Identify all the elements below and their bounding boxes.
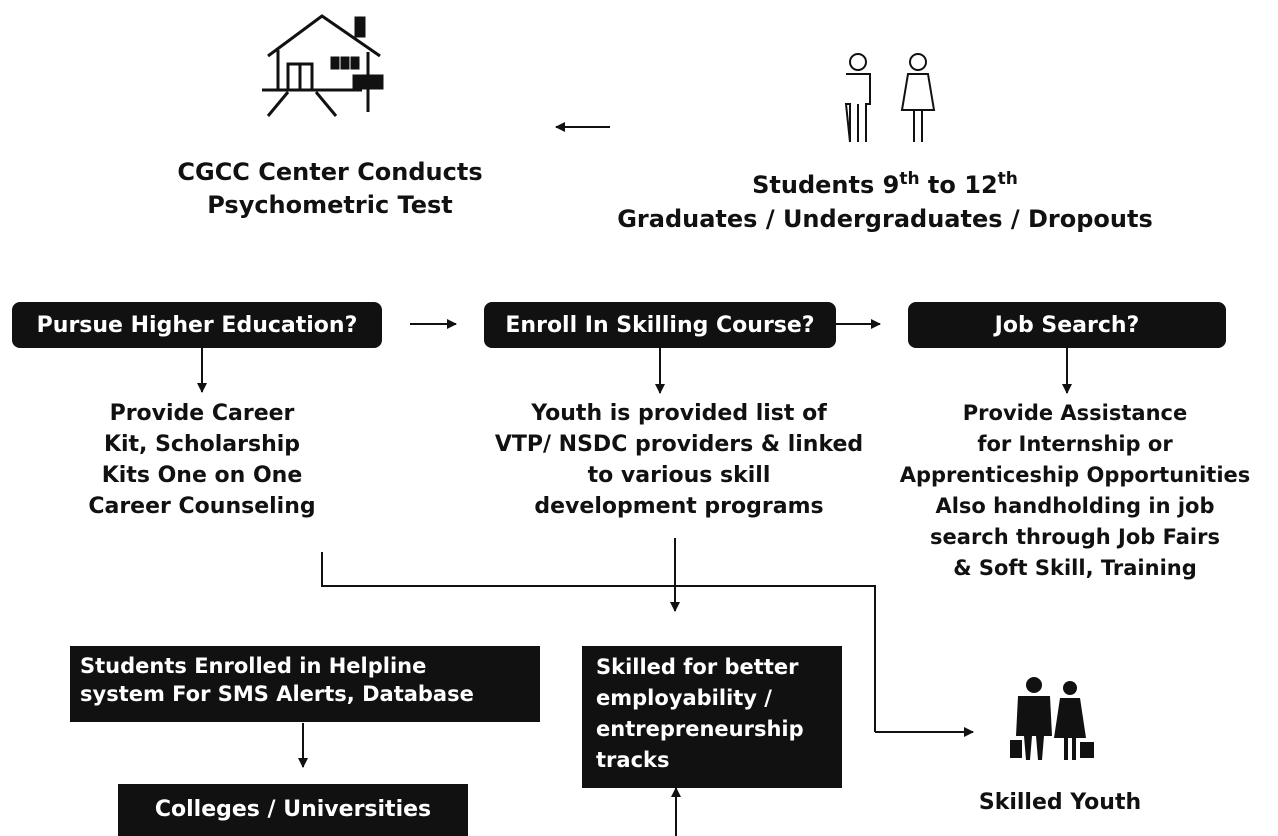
center-conducts-title: CGCC Center Conducts Psychometric Test [110, 156, 550, 222]
helpline-line: system For SMS Alerts, Database [80, 682, 474, 706]
house-icon [262, 14, 384, 117]
skilled-box-line: tracks [596, 748, 670, 772]
skilling-outcome: Youth is provided list of VTP/ NSDC prov… [474, 398, 884, 522]
helpline-enrollment-box: Students Enrolled in Helpline system For… [70, 646, 540, 722]
students-sup-end: th [997, 169, 1018, 189]
higher-education-outcome: Provide Career Kit, Scholarship Kits One… [52, 398, 352, 522]
outcome-line: Kit, Scholarship [103, 432, 301, 457]
students-prefix: Students 9 [752, 171, 900, 199]
outcome-line: & Soft Skill, Training [953, 556, 1197, 580]
outcome-line: Career Counseling [88, 494, 316, 519]
job-search-node: Job Search? [908, 302, 1226, 348]
outcome-line: development programs [534, 494, 824, 519]
students-middle: to 12 [927, 171, 998, 199]
outcome-line: Also handholding in job [935, 494, 1215, 518]
outcome-line: Youth is provided list of [531, 401, 827, 426]
skilled-box-line: Skilled for better [596, 655, 799, 679]
colleges-universities-box: Colleges / Universities [118, 784, 468, 836]
job-search-outcome: Provide Assistance for Internship or App… [880, 398, 1270, 584]
outcome-line: Provide Assistance [962, 401, 1188, 425]
skilled-youth-icon [1010, 677, 1094, 760]
outcome-line: to various skill [587, 463, 771, 488]
outcome-line: Provide Career [109, 401, 295, 426]
helpline-line: Students Enrolled in Helpline [80, 654, 427, 678]
outcome-line: search through Job Fairs [930, 525, 1220, 549]
center-title-line: Psychometric Test [207, 191, 453, 219]
outcome-line: VTP/ NSDC providers & linked [494, 432, 864, 457]
path-counseling-to-youth [321, 552, 876, 732]
skilled-box-line: entrepreneurship [596, 717, 804, 741]
outcome-line: for Internship or [977, 432, 1173, 456]
students-grades-line: Students 9th to 12th [590, 162, 1180, 202]
skilled-employability-box: Skilled for better employability / entre… [582, 646, 842, 788]
outcome-line: Kits One on One [101, 463, 303, 488]
outcome-line: Apprenticeship Opportunities [899, 463, 1251, 487]
pursue-higher-education-node: Pursue Higher Education? [12, 302, 382, 348]
students-sup-start: th [899, 169, 920, 189]
students-categories-line: Graduates / Undergraduates / Dropouts [617, 205, 1153, 233]
skilled-youth-label: Skilled Youth [978, 790, 1142, 815]
skilled-box-line: employability / [596, 686, 772, 710]
center-title-line: CGCC Center Conducts [177, 158, 483, 186]
enroll-skilling-course-node: Enroll In Skilling Course? [484, 302, 836, 348]
students-caption: Students 9th to 12th Graduates / Undergr… [590, 162, 1180, 236]
students-icon [844, 53, 936, 143]
